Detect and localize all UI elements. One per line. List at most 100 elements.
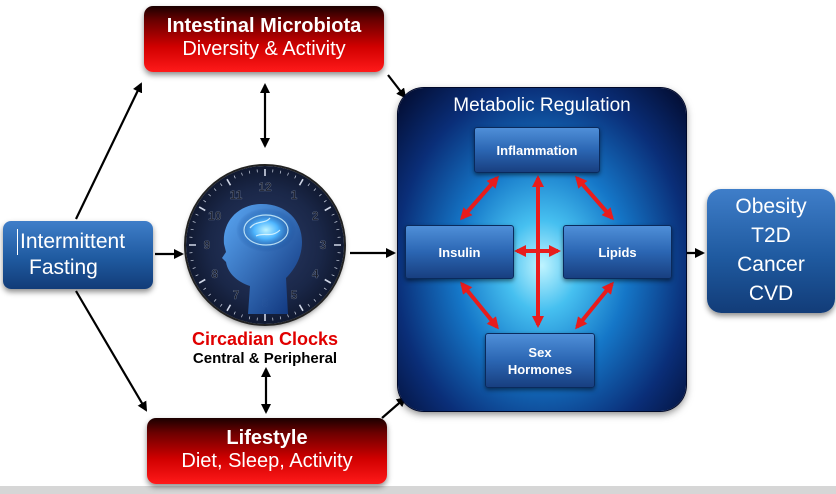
clock-tick [331, 213, 335, 216]
metabolic-regulation-title: Metabolic Regulation [453, 95, 631, 116]
circadian-clocks-subtitle: Central & Peripheral [192, 350, 338, 367]
clock-tick [248, 170, 251, 174]
clock-tick [233, 175, 236, 179]
clock-numeral: 12 [258, 180, 272, 194]
clock-numeral: 1 [291, 188, 298, 202]
clock-tick [248, 316, 251, 320]
clock-numeral: 4 [312, 267, 319, 281]
microbiota-subtitle: Diversity & Activity [182, 38, 346, 60]
arrow-if-to-lifestyle [75, 290, 148, 412]
clock-tick [298, 178, 304, 186]
sex-hormones-box: Sex Hormones [485, 333, 595, 388]
outcome-item: Obesity [735, 195, 807, 218]
circadian-clocks-label: Circadian Clocks Central & Peripheral [150, 328, 380, 368]
clock-tick [334, 221, 338, 223]
clock-tick [241, 314, 243, 318]
lipids-box: Lipids [563, 225, 672, 279]
clock-tick [213, 299, 217, 302]
outcome-item: T2D [751, 224, 791, 247]
clock-numeral: 2 [312, 209, 319, 223]
lifestyle-box: Lifestyle Diet, Sleep, Activity [147, 418, 387, 484]
clock-tick [279, 316, 282, 320]
intermittent-fasting-box: Intermittent Fasting [3, 221, 153, 289]
inflammation-label: Inflammation [496, 142, 578, 158]
clock-tick [279, 170, 282, 174]
intermittent-fasting-line2: Fasting [29, 256, 98, 279]
clock-tick [334, 267, 338, 269]
clock-tick [233, 311, 236, 315]
arrow-microbiota-to-metabolic [387, 74, 407, 99]
red-arrow-lipids-sex-hormones [575, 281, 614, 330]
clock-face: 121234567891011 [189, 169, 341, 321]
outcome-item: Cancer [737, 253, 805, 276]
sex-hormones-line1: Sex [528, 344, 552, 360]
clock-numeral: 3 [320, 238, 327, 252]
clock-tick [336, 259, 340, 262]
outcome-item: CVD [748, 282, 794, 305]
clock-tick [324, 206, 332, 212]
inflammation-box: Inflammation [474, 127, 600, 173]
clock-tick [294, 175, 297, 179]
bottom-scroll-bar [0, 486, 836, 494]
clock-tick [313, 299, 317, 302]
outcomes-box: Obesity T2D Cancer CVD [707, 189, 835, 313]
intermittent-fasting-line1: Intermittent [17, 229, 153, 255]
sex-hormones-line2: Hormones [507, 361, 573, 377]
clock-tick [226, 304, 232, 312]
lipids-label: Lipids [598, 244, 637, 260]
microbiota-box: Intestinal Microbiota Diversity & Activi… [144, 6, 384, 72]
clock-tick [307, 183, 310, 187]
insulin-box: Insulin [405, 225, 514, 279]
arrow-if-to-microbiota [75, 82, 143, 220]
clock-tick [203, 200, 207, 203]
clock-tick [195, 274, 199, 277]
clock-tick [192, 267, 196, 269]
clock-numeral: 10 [208, 209, 222, 223]
clock-tick [319, 193, 322, 197]
circadian-clocks-title: Circadian Clocks [191, 329, 339, 349]
clock-tick [190, 259, 194, 262]
clock-tick [220, 303, 223, 307]
clock-tick [319, 293, 322, 297]
clock-tick [195, 213, 199, 216]
clock-tick [198, 278, 206, 284]
clock-tick [323, 287, 327, 290]
red-arrow-inflammation-lipids [575, 175, 614, 221]
clock-numeral: 9 [204, 238, 211, 252]
clock-tick [220, 183, 223, 187]
clock-tick [198, 206, 206, 212]
insulin-label: Insulin [438, 244, 481, 260]
clock-tick [226, 178, 232, 186]
clock-numeral: 8 [211, 267, 218, 281]
clock-numeral: 5 [291, 288, 298, 302]
clock-numeral: 11 [230, 188, 243, 202]
clock-tick [294, 311, 297, 315]
clock-tick [287, 172, 289, 176]
clock-tick [208, 293, 211, 297]
clock-numerals: 121234567891011 [204, 180, 327, 310]
clock-tick [203, 287, 207, 290]
clock-tick [213, 188, 217, 191]
clock-numeral: 7 [233, 288, 240, 302]
red-arrow-insulin-sex-hormones [460, 281, 499, 330]
clock-tick [190, 228, 194, 231]
clock-tick [336, 228, 340, 231]
clock-tick [208, 193, 211, 197]
clock-tick [307, 303, 310, 307]
clock-tick [313, 188, 317, 191]
clock-ticks [189, 169, 341, 321]
arrow-lifestyle-to-metabolic [381, 396, 407, 419]
red-arrow-inflammation-insulin [460, 175, 499, 221]
microbiota-title: Intestinal Microbiota [166, 15, 362, 37]
clock-tick [241, 172, 243, 176]
lifestyle-title: Lifestyle [226, 427, 308, 449]
clock-tick [192, 221, 196, 223]
circadian-clock-icon: 121234567891011 [186, 166, 344, 324]
clock-tick [331, 274, 335, 277]
clock-tick [287, 314, 289, 318]
clock-tick [324, 278, 332, 284]
lifestyle-subtitle: Diet, Sleep, Activity [181, 450, 353, 472]
clock-tick [298, 304, 304, 312]
